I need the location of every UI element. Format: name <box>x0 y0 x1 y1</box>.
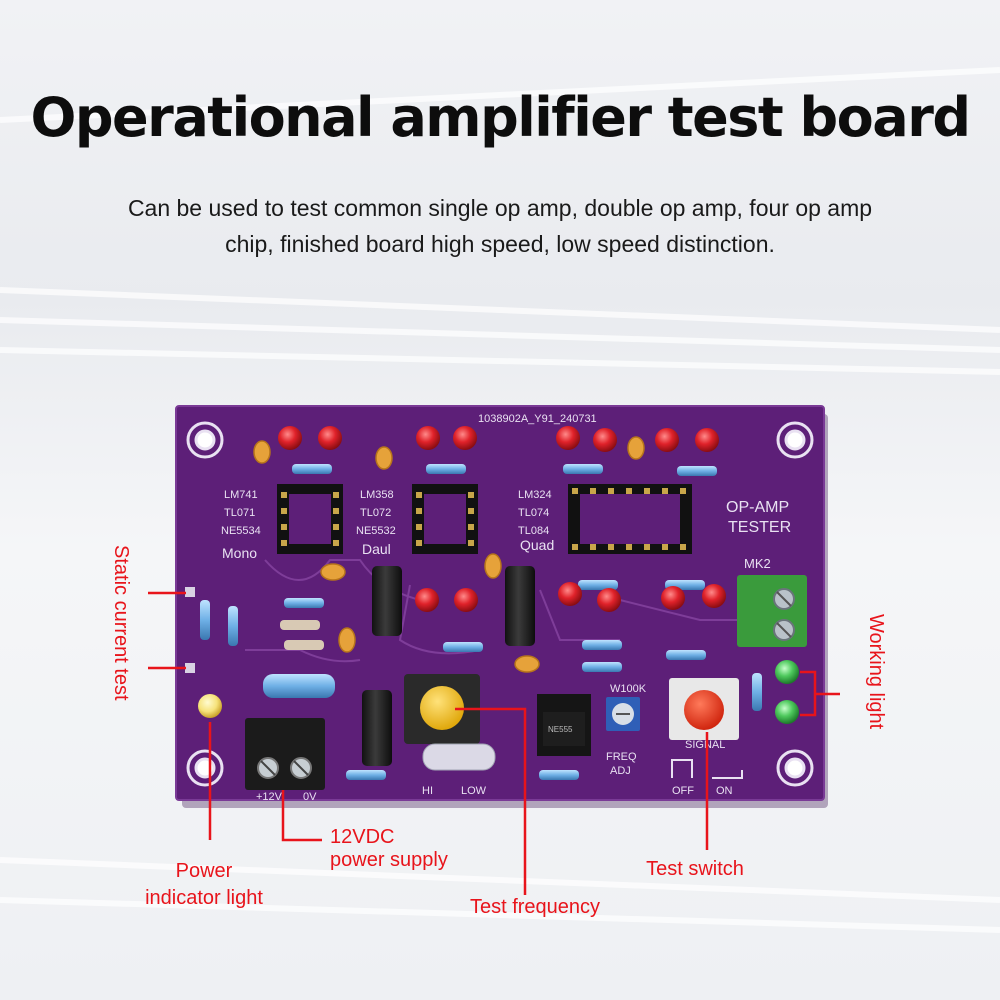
page-title: Operational amplifier test board <box>30 86 971 149</box>
svg-text:NE5532: NE5532 <box>356 525 396 537</box>
svg-text:+12V: +12V <box>256 791 283 803</box>
ic-socket-mono <box>277 484 343 554</box>
svg-text:TL084: TL084 <box>518 525 549 537</box>
working-light-led-1 <box>775 660 799 684</box>
ic-socket-quad <box>568 484 692 554</box>
svg-text:NE5534: NE5534 <box>221 525 261 537</box>
svg-text:TL071: TL071 <box>224 507 255 519</box>
working-light-led-2 <box>775 700 799 724</box>
svg-text:HI: HI <box>422 785 433 797</box>
svg-text:TL074: TL074 <box>518 507 549 519</box>
static-current-label: Static current test <box>110 545 132 701</box>
test-frequency-label: Test frequency <box>469 896 601 918</box>
svg-text:Mono: Mono <box>222 545 257 561</box>
power-supply-line2: power supply <box>330 849 448 871</box>
svg-text:NE555: NE555 <box>548 725 573 734</box>
svg-text:Quad: Quad <box>520 537 554 553</box>
ne555-chip: NE555 <box>537 694 591 756</box>
terminal-block-green <box>737 575 807 647</box>
power-supply-label: 12VDC power supply <box>330 826 448 872</box>
svg-text:LOW: LOW <box>461 785 487 797</box>
power-supply-line1: 12VDC <box>330 826 395 848</box>
svg-text:LM358: LM358 <box>360 489 394 501</box>
svg-text:OP-AMP: OP-AMP <box>726 499 789 516</box>
board-serial: 1038902A_Y91_240731 <box>478 413 597 425</box>
page-subtitle: Can be used to test common single op amp… <box>127 195 873 257</box>
frequency-switch <box>404 674 480 744</box>
svg-text:ADJ: ADJ <box>610 765 631 777</box>
svg-text:W100K: W100K <box>610 683 647 695</box>
power-indicator-label: Power indicator light <box>145 860 263 909</box>
power-terminal-block <box>245 718 325 790</box>
svg-text:LM324: LM324 <box>518 489 552 501</box>
svg-text:TL072: TL072 <box>360 507 391 519</box>
svg-text:ON: ON <box>716 785 733 797</box>
test-switch-label: Test switch <box>646 858 744 880</box>
red-led-row-top <box>278 426 719 452</box>
svg-text:OFF: OFF <box>672 785 694 797</box>
power-indicator-led <box>198 694 222 718</box>
electrolytic-capacitors <box>362 566 535 766</box>
svg-text:MK2: MK2 <box>744 556 771 571</box>
svg-text:SIGNAL: SIGNAL <box>685 739 725 751</box>
svg-text:TESTER: TESTER <box>728 519 791 536</box>
working-light-label: Working light <box>865 614 887 730</box>
svg-text:FREQ: FREQ <box>606 751 637 763</box>
svg-text:Daul: Daul <box>362 541 391 557</box>
svg-text:0V: 0V <box>303 791 317 803</box>
ic-socket-dual <box>412 484 478 554</box>
test-switch-button <box>669 678 739 740</box>
frequency-potentiometer <box>606 697 640 731</box>
svg-text:LM741: LM741 <box>224 489 258 501</box>
